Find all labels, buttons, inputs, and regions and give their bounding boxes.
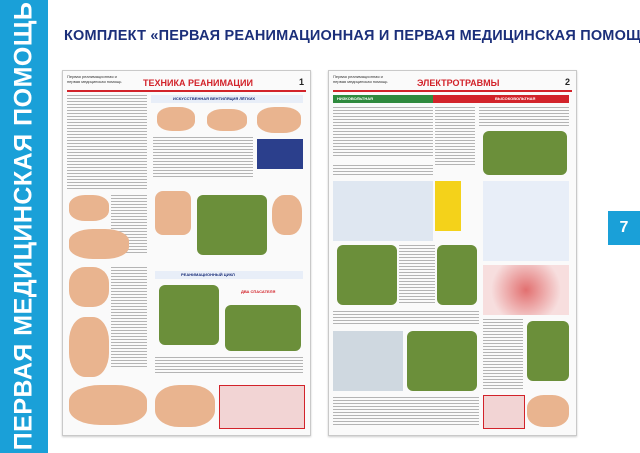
poster-electrotrauma: Первая реанимационная и первая медицинск…: [328, 70, 577, 436]
side-band: ПЕРВАЯ МЕДИЦИНСКАЯ ПОМОЩЬ: [0, 0, 48, 453]
illustration-chest: [155, 191, 191, 235]
section-header-high: ВЫСОКОВОЛЬТНАЯ: [433, 95, 569, 103]
illustration-step-voltage: [483, 265, 569, 315]
illustration-patient: [69, 195, 109, 221]
illustration-worker: [527, 321, 569, 381]
section-header: ИСКУССТВЕННАЯ ВЕНТИЛЯЦИЯ ЛЁГКИХ: [151, 95, 303, 103]
poster-body: НИЗКОВОЛЬТНАЯ ВЫСОКОВОЛЬТНАЯ: [333, 95, 572, 431]
text-block: [435, 107, 475, 167]
illustration-head: [272, 195, 302, 235]
poster-title: ТЕХНИКА РЕАНИМАЦИИ: [143, 78, 253, 88]
text-block: [333, 311, 479, 325]
text-block: [153, 137, 253, 177]
illustration-patient: [527, 395, 569, 427]
text-block: [333, 165, 433, 177]
section-label-two-rescuers: ДВА СПАСАТЕЛЯ: [241, 289, 276, 294]
illustration-worker: [483, 131, 567, 175]
illustration-rescuer: [159, 285, 219, 345]
warning-box: [483, 395, 525, 429]
illustration-panel: [333, 331, 403, 391]
poster-resuscitation: Первая реанимационная и первая медицинск…: [62, 70, 311, 436]
illustration-rescuer: [197, 195, 267, 255]
warning-box: [219, 385, 305, 429]
text-column: [67, 95, 147, 190]
illustration-worker: [337, 245, 397, 305]
side-title: ПЕРВАЯ МЕДИЦИНСКАЯ ПОМОЩЬ: [9, 1, 38, 451]
illustration-worker: [437, 245, 477, 305]
page-number-badge: 7: [608, 211, 640, 245]
section-label-ventilation: ИСКУССТВЕННАЯ ВЕНТИЛЯЦИЯ ЛЁГКИХ: [173, 96, 256, 101]
poster-title: ЭЛЕКТРОТРАВМЫ: [417, 78, 500, 88]
section-label-low-voltage: НИЗКОВОЛЬТНАЯ: [337, 96, 373, 101]
page-title-part2: «ПЕРВАЯ РЕАНИМАЦИОННАЯ И ПЕРВАЯ МЕДИЦИНС…: [150, 28, 640, 44]
poster-subtitle: Первая реанимационная и первая медицинск…: [333, 74, 388, 84]
text-block: [483, 319, 523, 389]
section-header: РЕАНИМАЦИОННЫЙ ЦИКЛ: [155, 271, 303, 279]
section-label-cycle: РЕАНИМАЦИОННЫЙ ЦИКЛ: [181, 272, 235, 277]
section-header-low: НИЗКОВОЛЬТНАЯ: [333, 95, 433, 103]
text-block: [333, 107, 433, 157]
poster-divider: [333, 90, 572, 92]
text-block: [111, 267, 147, 367]
illustration-worker: [407, 331, 477, 391]
illustration-head: [207, 109, 247, 131]
poster-subtitle: Первая реанимационная и первая медицинск…: [67, 74, 122, 84]
text-block: [399, 245, 435, 305]
illustration-lightning: [435, 181, 461, 231]
section-label-high-voltage: ВЫСОКОВОЛЬТНАЯ: [495, 96, 536, 101]
page-title-part1: КОМПЛЕКТ: [64, 28, 151, 44]
poster-header: Первая реанимационная и первая медицинск…: [329, 71, 576, 93]
illustration-panel: [333, 181, 433, 241]
info-box: [257, 139, 303, 169]
illustration-towers: [483, 181, 569, 261]
illustration-head: [157, 107, 195, 131]
poster-number: 1: [298, 77, 304, 87]
label-two-rescuers: ДВА СПАСАТЕЛЯ: [223, 285, 303, 303]
page-title: КОМПЛЕКТ «ПЕРВАЯ РЕАНИМАЦИОННАЯ И ПЕРВАЯ…: [64, 28, 640, 44]
illustration-patient: [69, 267, 109, 307]
poster-number: 2: [564, 77, 570, 87]
text-block: [155, 357, 303, 375]
poster-body: ИСКУССТВЕННАЯ ВЕНТИЛЯЦИЯ ЛЁГКИХ РЕАНИМАЦ…: [67, 95, 306, 431]
illustration-patient: [69, 385, 147, 425]
poster-header: Первая реанимационная и первая медицинск…: [63, 71, 310, 93]
text-block: [479, 107, 569, 127]
illustration-patient: [69, 229, 129, 259]
illustration-patient: [155, 385, 215, 427]
text-block: [333, 397, 479, 427]
illustration-patient: [69, 317, 109, 377]
illustration-head: [257, 107, 301, 133]
poster-divider: [67, 90, 306, 92]
illustration-rescuer: [225, 305, 301, 351]
